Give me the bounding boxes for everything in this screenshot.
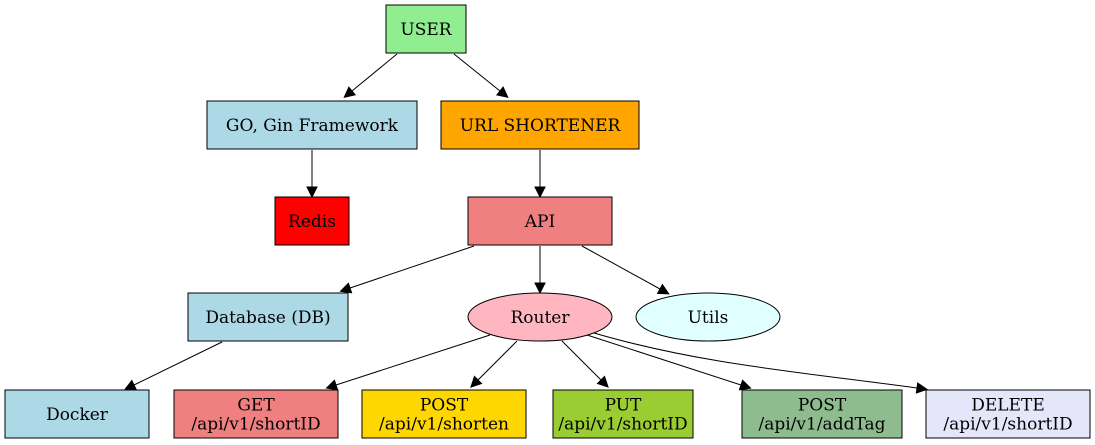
edge-arrowhead — [534, 282, 546, 295]
node-utils: Utils — [635, 292, 781, 342]
edge-line — [351, 53, 398, 92]
edge-arrowhead — [738, 379, 752, 391]
node-label-line: /api/v1/shortID — [191, 415, 320, 435]
node-label-line: POST — [798, 396, 847, 416]
node-label-line: Router — [510, 308, 570, 328]
edge-arrowhead — [306, 186, 318, 199]
node-put-short: PUT/api/v1/shortID — [552, 389, 694, 439]
edge-router-to-put-short — [561, 340, 609, 388]
node-user: USER — [385, 4, 467, 54]
edge-arrowhead — [124, 379, 137, 390]
nodes-layer: USER GO, Gin Framework URL SHORTENER Redis A… — [4, 4, 1091, 439]
node-label-line: GET — [237, 396, 275, 416]
node-shape — [187, 292, 349, 342]
node-docker: Docker — [4, 389, 150, 439]
node-go-gin: GO, Gin Framework — [206, 100, 418, 150]
node-api: API — [467, 196, 613, 246]
edge-line — [477, 340, 518, 381]
node-label-line: URL SHORTENER — [460, 116, 622, 136]
edge-arrowhead — [343, 86, 357, 99]
edge-url-shortener-to-api — [534, 150, 546, 199]
node-label-line: POST — [420, 396, 469, 416]
node-shape — [440, 100, 640, 150]
node-shape — [274, 196, 350, 246]
node-delete-short: DELETE/api/v1/shortID — [925, 389, 1091, 439]
node-get-short: GET/api/v1/shortID — [173, 389, 339, 439]
node-shape — [361, 389, 527, 439]
edge-line — [586, 334, 742, 386]
edge-router-to-delete-short — [593, 332, 929, 394]
node-shape — [467, 292, 613, 342]
node-post-addtag: POST/api/v1/addTag — [741, 389, 903, 439]
edge-go-gin-to-redis — [306, 150, 318, 199]
node-shape — [552, 389, 694, 439]
edge-line — [561, 340, 602, 381]
node-shape — [925, 389, 1091, 439]
node-label-line: Utils — [688, 308, 729, 328]
edge-arrowhead — [915, 382, 929, 394]
node-label-line: Database (DB) — [205, 308, 330, 328]
edge-router-to-post-shorten — [470, 340, 518, 388]
node-label-line: DELETE — [971, 396, 1045, 416]
edge-arrowhead — [325, 379, 339, 391]
edge-line — [593, 332, 918, 389]
node-label-line: /api/v1/shorten — [379, 415, 509, 435]
node-label-line: PUT — [605, 396, 642, 416]
node-redis: Redis — [274, 196, 350, 246]
edge-line — [349, 245, 475, 289]
node-label-line: API — [524, 212, 555, 232]
edge-database-to-docker — [124, 341, 223, 390]
node-post-shorten: POST/api/v1/shorten — [361, 389, 527, 439]
edge-line — [133, 341, 223, 386]
node-label-line: Docker — [46, 405, 109, 425]
edge-arrowhead — [656, 283, 670, 295]
edge-user-to-go-gin — [343, 53, 398, 99]
node-label-line: /api/v1/shortID — [558, 415, 687, 435]
node-label-line: /api/v1/shortID — [943, 415, 1072, 435]
node-shape — [173, 389, 339, 439]
edge-line — [581, 245, 661, 290]
node-shape — [467, 196, 613, 246]
edge-arrowhead — [596, 375, 609, 388]
edge-router-to-get-short — [325, 334, 491, 391]
edge-line — [453, 53, 501, 92]
edge-arrowhead — [339, 282, 353, 294]
edge-router-to-post-addtag — [586, 334, 752, 391]
edge-arrowhead — [470, 375, 483, 388]
edge-api-to-router — [534, 246, 546, 295]
node-shape — [4, 389, 150, 439]
edge-arrowhead — [495, 86, 509, 98]
edge-arrowhead — [534, 186, 546, 199]
node-label-line: Redis — [288, 212, 336, 232]
node-shape — [206, 100, 418, 150]
node-router: Router — [467, 292, 613, 342]
node-url-shortener: URL SHORTENER — [440, 100, 640, 150]
node-label-line: USER — [400, 20, 452, 40]
edge-api-to-database — [339, 245, 475, 294]
edge-user-to-url-shortener — [453, 53, 509, 98]
node-database: Database (DB) — [187, 292, 349, 342]
node-shape — [385, 4, 467, 54]
edges-layer — [124, 53, 929, 394]
node-shape — [741, 389, 903, 439]
edge-line — [335, 334, 491, 386]
node-label-line: /api/v1/addTag — [759, 415, 886, 435]
node-label-line: GO, Gin Framework — [226, 116, 399, 136]
node-shape — [635, 292, 781, 342]
edge-api-to-utils — [581, 245, 670, 295]
